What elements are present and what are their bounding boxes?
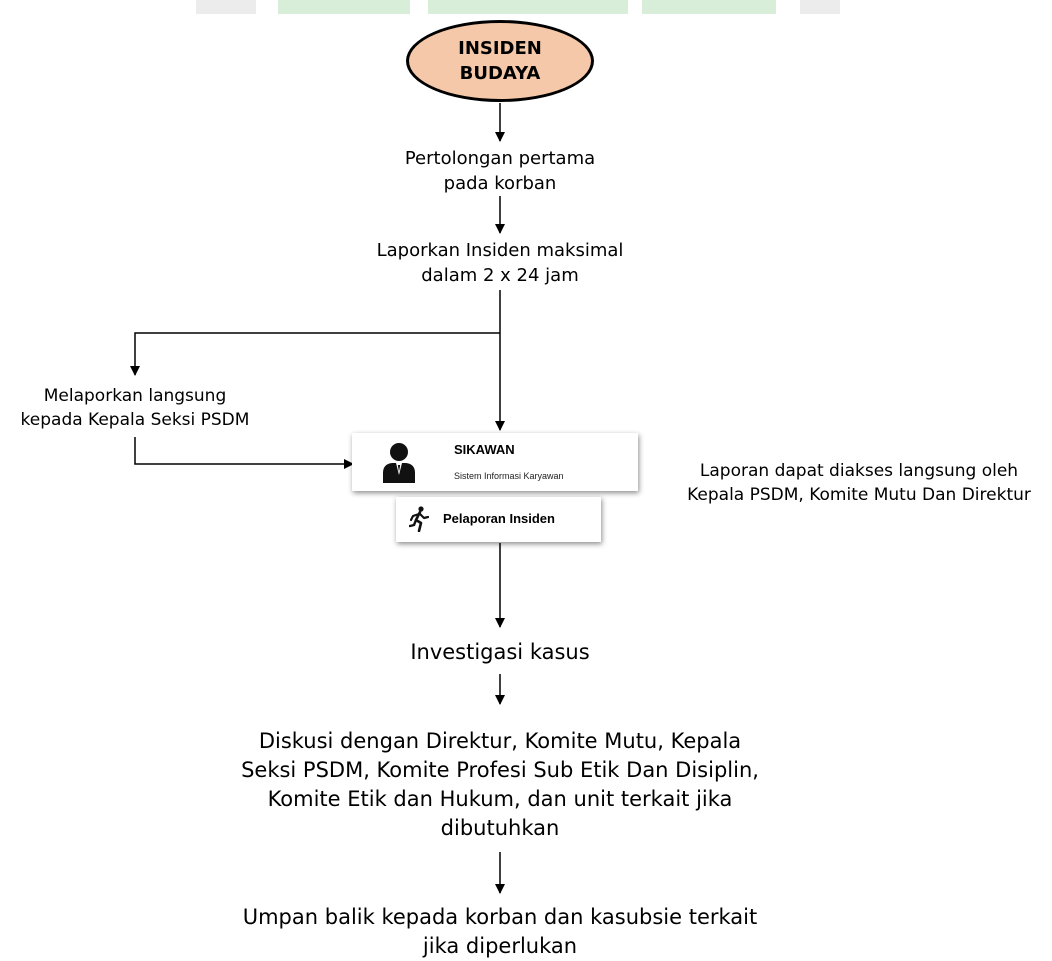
first-aid-step: Pertolongan pertama pada korban [404, 148, 596, 194]
start-node: INSIDEN BUDAYA [406, 20, 594, 102]
sikawan-title: SIKAWAN [454, 442, 515, 457]
access-note: Laporan dapat diakses langsung oleh Kepa… [687, 461, 1031, 505]
arrow-branch-to-direct-report [130, 332, 500, 376]
investigation-step: Investigasi kasus [410, 640, 590, 664]
decor-strip-gray-right [800, 0, 840, 14]
decor-strip-gray-left [196, 0, 256, 14]
direct-report-step: Melaporkan langsung kepada Kepala Seksi … [20, 386, 250, 430]
discussion-step: Diskusi dengan Direktur, Komite Mutu, Ke… [241, 729, 759, 840]
decor-strip-green-3 [642, 0, 776, 14]
sikawan-card: SIKAWAN Sistem Informasi Karyawan [352, 433, 638, 491]
feedback-step: Umpan balik kepada korban dan kasubsie t… [242, 905, 758, 958]
report-incident-label: Pelaporan Insiden [443, 511, 555, 526]
start-node-label: INSIDEN BUDAYA [458, 38, 542, 84]
sikawan-subtitle: Sistem Informasi Karyawan [454, 471, 564, 481]
decor-strip-green-2 [428, 0, 628, 14]
arrow-direct-report-to-sikawan [134, 437, 354, 469]
running-person-icon [408, 506, 430, 536]
decor-strip-green-1 [278, 0, 410, 14]
user-icon [382, 441, 416, 487]
report-deadline-step: Laporkan Insiden maksimal dalam 2 x 24 j… [376, 240, 624, 286]
report-incident-button[interactable]: Pelaporan Insiden [396, 497, 601, 542]
